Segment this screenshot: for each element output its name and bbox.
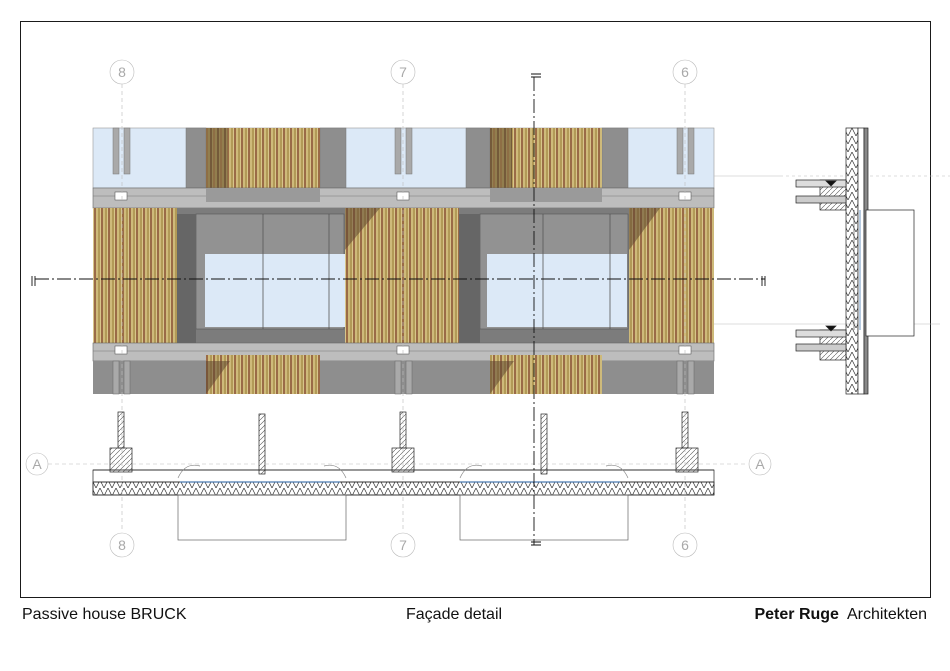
grid-axes xyxy=(25,59,772,558)
grid-label-bottom-6: 6 xyxy=(681,537,689,553)
facade-elevation xyxy=(92,127,715,395)
grid-label-top-6: 6 xyxy=(681,64,689,80)
sheet-title: Façade detail xyxy=(406,606,503,623)
grid-label-top-8: 8 xyxy=(118,64,126,80)
grid-label-bottom-7: 7 xyxy=(399,537,407,553)
section-label-right: A xyxy=(755,456,765,472)
floor-plan xyxy=(92,411,715,541)
vertical-section xyxy=(714,127,950,395)
grid-label-top-7: 7 xyxy=(399,64,407,80)
section-cut-lines xyxy=(31,73,766,546)
firm-suffix: Architekten xyxy=(846,606,927,623)
architect-credit: Peter Ruge Architekten xyxy=(754,606,927,624)
grid-label-bottom-8: 8 xyxy=(118,537,126,553)
firm-name: Peter Ruge xyxy=(754,606,839,623)
section-label-left: A xyxy=(32,456,42,472)
project-name: Passive house BRUCK xyxy=(22,606,187,623)
lamella-panel-left xyxy=(93,208,177,343)
lamella-panel-center xyxy=(345,208,459,343)
lower-lamella-screen xyxy=(206,355,320,394)
